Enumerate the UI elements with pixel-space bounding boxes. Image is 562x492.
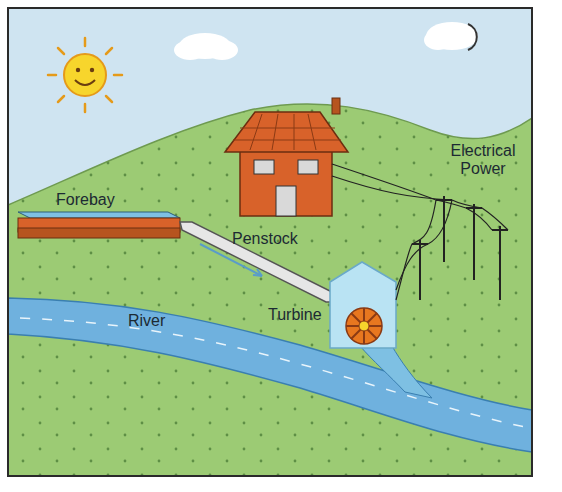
power-lines bbox=[332, 164, 508, 300]
cloud bbox=[424, 22, 478, 50]
sun bbox=[48, 38, 122, 112]
hill bbox=[8, 104, 532, 476]
cloud bbox=[174, 33, 238, 60]
river bbox=[8, 298, 532, 452]
part-label: River bbox=[128, 312, 165, 330]
penstock-pipe bbox=[180, 222, 336, 302]
part-label: Penstock bbox=[232, 230, 298, 248]
turbine-house bbox=[330, 262, 432, 398]
forebay bbox=[18, 212, 180, 238]
part-label: Turbine bbox=[268, 306, 322, 324]
sky bbox=[8, 8, 532, 476]
house bbox=[225, 98, 348, 216]
part-label: Forebay bbox=[56, 191, 115, 209]
frame bbox=[8, 8, 532, 476]
river-ripples bbox=[20, 318, 530, 428]
grass-texture bbox=[8, 104, 532, 476]
part-label: Electrical Power bbox=[438, 142, 528, 179]
